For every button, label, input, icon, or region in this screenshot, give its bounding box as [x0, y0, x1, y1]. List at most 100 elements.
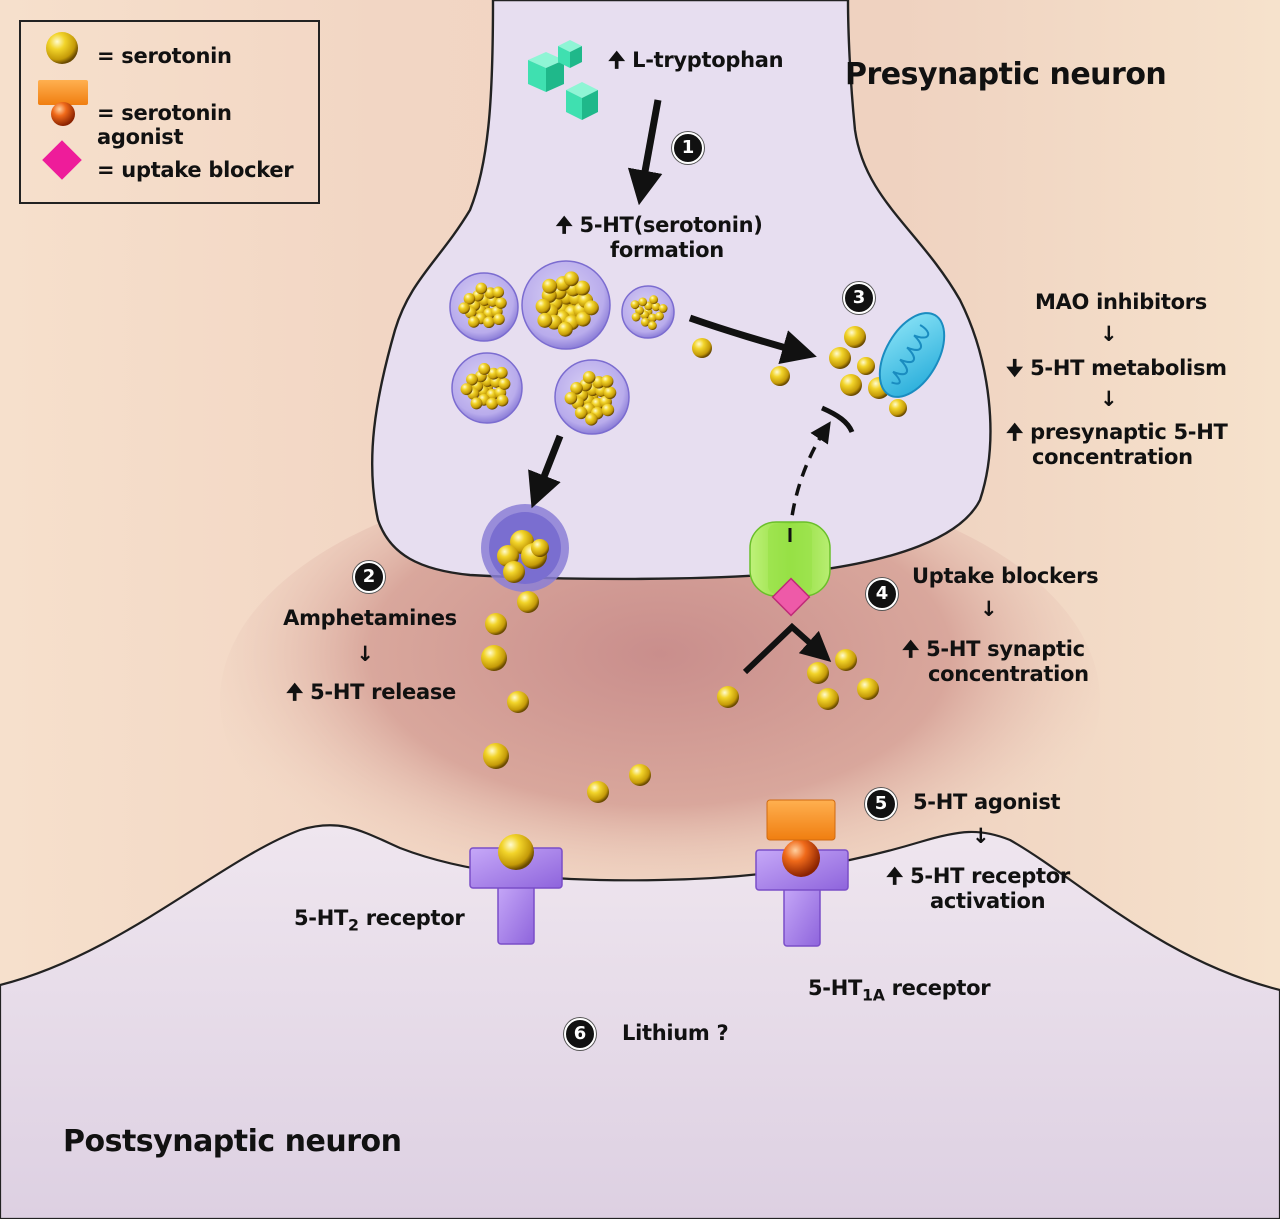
- legend-serotonin-icon: [46, 32, 78, 64]
- step1-precursor: 🠉 L-tryptophan: [608, 48, 784, 73]
- step4-drug: Uptake blockers: [912, 564, 1099, 588]
- legend-agonist-block-icon: [38, 80, 88, 105]
- serotonin-molecule-icon: [498, 377, 511, 390]
- step3-effect2: 🠉 presynaptic 5-HT concentration: [1006, 420, 1228, 470]
- legend-item-serotonin: = serotonin: [21, 36, 318, 76]
- result-line1: 5-HT(serotonin): [579, 213, 763, 237]
- serotonin-molecule-icon: [640, 317, 650, 327]
- down-arrow-icon: ↓: [972, 824, 990, 848]
- serotonin-molecule-icon: [583, 300, 599, 316]
- serotonin-molecule-icon: [603, 386, 617, 400]
- serotonin-molecule-icon: [587, 781, 609, 803]
- serotonin-molecule-icon: [483, 743, 509, 769]
- vesicles: [449, 260, 675, 435]
- serotonin-molecule-icon: [575, 311, 591, 327]
- serotonin-molecule-icon: [600, 375, 614, 388]
- legend-item-uptake-blocker: = uptake blocker: [21, 150, 318, 190]
- synaptic-vesicle-icon: [451, 352, 523, 424]
- effect-text: 5-HT release: [310, 680, 457, 704]
- serotonin-molecule-icon: [485, 613, 507, 635]
- serotonin-molecule-icon: [574, 406, 588, 420]
- step-badge-6: 6: [564, 1018, 596, 1050]
- serotonin-molecule-icon: [655, 311, 664, 321]
- synaptic-vesicle-icon: [621, 285, 675, 339]
- serotonin-molecule-icon: [475, 282, 488, 295]
- step6-drug: Lithium ?: [622, 1021, 729, 1045]
- serotonin-molecule-icon: [829, 347, 851, 369]
- serotonin-molecule-icon: [601, 403, 615, 417]
- result-line2: formation: [610, 238, 724, 263]
- synaptic-vesicle-icon: [449, 272, 519, 342]
- serotonin-molecule-icon: [557, 321, 573, 337]
- step5-effect: 🠉 5-HT receptor activation: [886, 864, 1070, 914]
- agonist-block-icon: [766, 799, 836, 841]
- serotonin-molecule-icon: [507, 691, 529, 713]
- receptor-prefix: 5-HT: [294, 906, 349, 930]
- step1-result: 🠉 5-HT(serotonin) formation: [544, 213, 774, 263]
- 5ht2-receptor-label: 5-HT2 receptor: [294, 906, 465, 935]
- step-badge-2: 2: [353, 561, 385, 593]
- step4-effect: 🠉 5-HT synaptic concentration: [902, 637, 1089, 687]
- legend-label: = serotonin: [97, 44, 232, 68]
- serotonin-molecule-icon: [563, 271, 579, 287]
- effect-line1: 5-HT synaptic: [926, 637, 1085, 661]
- blocked-uptake-arrow: [742, 622, 832, 675]
- serotonin-molecule-icon: [582, 371, 596, 384]
- serotonin-molecule-icon: [807, 662, 829, 684]
- receptor-subscript: 1A: [862, 985, 885, 1005]
- serotonin-molecule-icon: [631, 312, 641, 322]
- 5ht1a-receptor-icon: [755, 849, 849, 947]
- presynaptic-neuron: [370, 0, 992, 581]
- step3-effect1: 🠋 5-HT metabolism: [1006, 356, 1227, 381]
- receptor-prefix: 5-HT: [808, 976, 863, 1000]
- serotonin-molecule-icon: [531, 539, 549, 557]
- serotonin-molecule-icon: [840, 374, 862, 396]
- postsynaptic-neuron: [0, 824, 1280, 1219]
- serotonin-molecule-icon: [495, 366, 508, 379]
- free-serotonin-cleft: [481, 530, 879, 803]
- serotonin-molecule-icon: [658, 304, 668, 313]
- step5-drug: 5-HT agonist: [913, 790, 1061, 814]
- postsynaptic-neuron-label: Postsynaptic neuron: [63, 1124, 402, 1159]
- down-arrow-icon: ↓: [980, 597, 998, 621]
- synaptic-vesicle-icon: [554, 359, 630, 435]
- free-serotonin-presynaptic: [692, 326, 907, 417]
- vesicle-release-arrow: [528, 434, 564, 509]
- uptake-blocker-icon: [771, 577, 811, 617]
- tryptophan-cubes-icon: [528, 40, 598, 120]
- serotonin-molecule-icon: [857, 357, 875, 375]
- legend-agonist-ball-icon: [51, 102, 75, 126]
- effect-text: 5-HT metabolism: [1030, 356, 1227, 380]
- serotonin-transporter-icon: [749, 521, 831, 597]
- down-arrow-icon: ↓: [1100, 387, 1118, 411]
- up-arrow-icon: 🠉: [608, 48, 626, 72]
- step3-drug: MAO inhibitors: [1035, 290, 1207, 314]
- effect-line2: concentration: [928, 662, 1089, 687]
- serotonin-molecule-icon: [535, 298, 551, 314]
- receptor-suffix: receptor: [884, 976, 991, 1000]
- effect-line1: presynaptic 5-HT: [1030, 420, 1228, 444]
- legend: = serotonin = serotonin agonist = uptake…: [19, 20, 320, 204]
- serotonin-molecule-icon: [638, 297, 648, 307]
- serotonin-molecule-icon: [770, 366, 790, 386]
- serotonin-molecule-icon: [470, 397, 483, 410]
- up-arrow-icon: 🠉: [555, 213, 573, 237]
- serotonin-molecule-icon: [493, 313, 505, 326]
- serotonin-molecule-icon: [692, 338, 712, 358]
- serotonin-molecule-icon: [564, 391, 578, 405]
- serotonin-molecule-icon: [468, 316, 480, 328]
- serotonin-molecule-icon: [844, 326, 866, 348]
- serotonin-molecule-icon: [517, 591, 539, 613]
- tryptophan-to-serotonin-arrow: [627, 99, 663, 206]
- serotonin-molecule-icon: [503, 561, 525, 583]
- step2-drug: Amphetamines: [283, 606, 457, 630]
- serotonin-molecule-icon: [817, 688, 839, 710]
- step-badge-1: 1: [672, 132, 704, 164]
- agonist-ball-icon: [782, 839, 820, 877]
- legend-item-agonist: = serotonin agonist: [21, 93, 318, 149]
- step-badge-4: 4: [866, 578, 898, 610]
- serotonin-molecule-icon: [889, 399, 907, 417]
- receptor-suffix: receptor: [358, 906, 465, 930]
- serotonin-molecule-icon: [466, 373, 478, 386]
- serotonin-molecule-icon: [629, 764, 651, 786]
